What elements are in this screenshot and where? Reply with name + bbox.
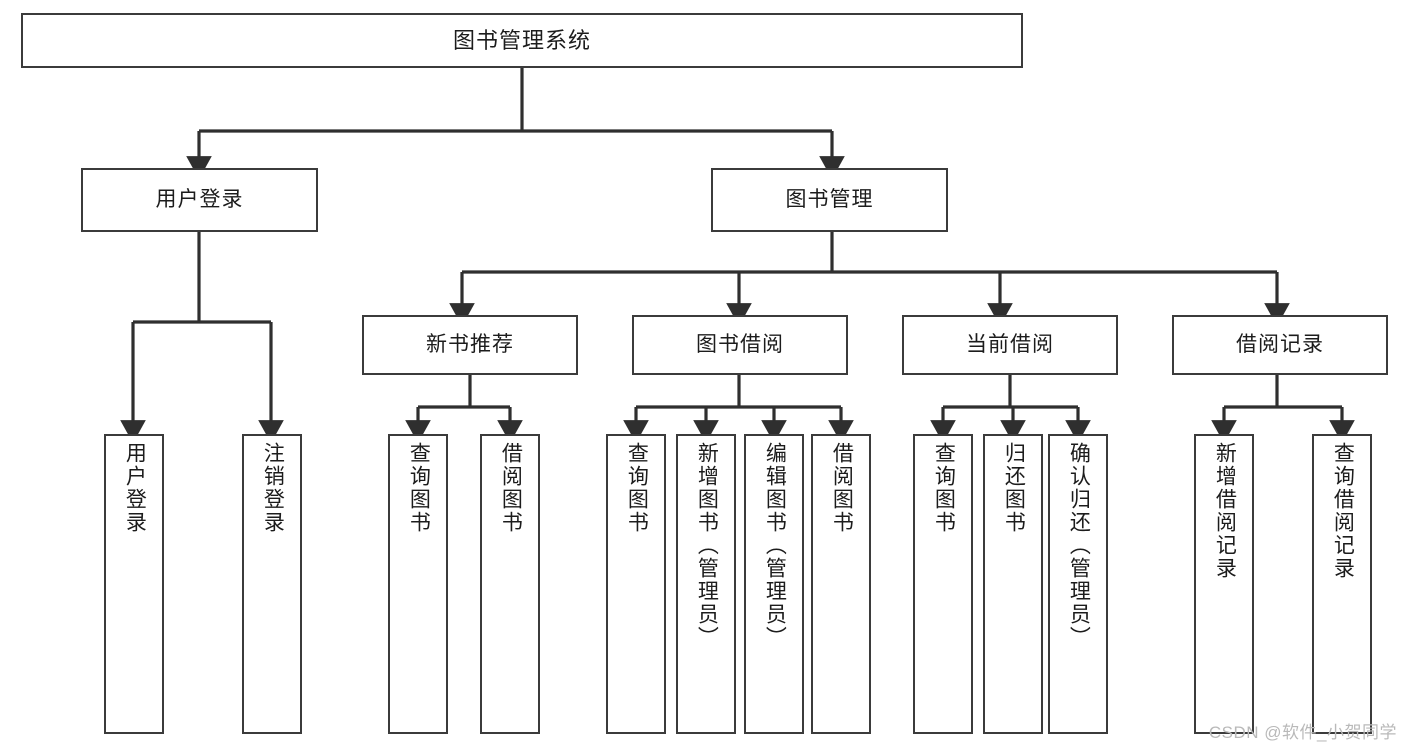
node-leaf-user-logout-label: 注销登录 <box>261 442 285 534</box>
node-leaf-borrow-book-1[interactable]: 借阅图书 <box>480 434 540 734</box>
node-leaf-query-book-3[interactable]: 查询图书 <box>913 434 973 734</box>
node-leaf-user-logout[interactable]: 注销登录 <box>242 434 302 734</box>
node-leaf-confirm-return-label: 确认归还（管理员） <box>1067 442 1091 649</box>
node-leaf-borrow-book-1-label: 借阅图书 <box>499 442 523 534</box>
node-borrow-record[interactable]: 借阅记录 <box>1172 315 1388 375</box>
node-leaf-borrow-book-2[interactable]: 借阅图书 <box>811 434 871 734</box>
node-leaf-add-book[interactable]: 新增图书（管理员） <box>676 434 736 734</box>
node-leaf-query-book-2-label: 查询图书 <box>625 442 649 534</box>
node-leaf-user-login[interactable]: 用户登录 <box>104 434 164 734</box>
node-leaf-query-book-2[interactable]: 查询图书 <box>606 434 666 734</box>
node-user-login-label: 用户登录 <box>155 187 244 211</box>
node-leaf-user-login-label: 用户登录 <box>123 442 147 534</box>
watermark: CSDN @软件_小贺同学 <box>1208 723 1397 742</box>
node-leaf-return-book[interactable]: 归还图书 <box>983 434 1043 734</box>
node-current-borrow-label: 当前借阅 <box>966 332 1054 356</box>
node-leaf-add-book-label: 新增图书（管理员） <box>695 442 719 649</box>
node-book-manage[interactable]: 图书管理 <box>711 168 948 232</box>
node-leaf-query-record[interactable]: 查询借阅记录 <box>1312 434 1372 734</box>
node-book-borrow-label: 图书借阅 <box>696 332 784 356</box>
node-leaf-add-record[interactable]: 新增借阅记录 <box>1194 434 1254 734</box>
node-current-borrow[interactable]: 当前借阅 <box>902 315 1118 375</box>
node-user-login[interactable]: 用户登录 <box>81 168 318 232</box>
node-leaf-return-book-label: 归还图书 <box>1002 442 1026 534</box>
node-leaf-add-record-label: 新增借阅记录 <box>1213 442 1237 580</box>
node-leaf-edit-book-label: 编辑图书（管理员） <box>763 442 787 649</box>
node-new-book-recommend[interactable]: 新书推荐 <box>362 315 578 375</box>
node-leaf-query-book-1[interactable]: 查询图书 <box>388 434 448 734</box>
node-borrow-record-label: 借阅记录 <box>1236 332 1324 356</box>
node-leaf-borrow-book-2-label: 借阅图书 <box>830 442 854 534</box>
node-root[interactable]: 图书管理系统 <box>21 13 1023 68</box>
node-leaf-edit-book[interactable]: 编辑图书（管理员） <box>744 434 804 734</box>
node-leaf-confirm-return[interactable]: 确认归还（管理员） <box>1048 434 1108 734</box>
node-book-borrow[interactable]: 图书借阅 <box>632 315 848 375</box>
node-new-book-recommend-label: 新书推荐 <box>426 332 514 356</box>
node-leaf-query-book-1-label: 查询图书 <box>407 442 431 534</box>
node-leaf-query-record-label: 查询借阅记录 <box>1331 442 1355 580</box>
node-book-manage-label: 图书管理 <box>785 187 874 211</box>
node-leaf-query-book-3-label: 查询图书 <box>932 442 956 534</box>
node-root-label: 图书管理系统 <box>452 27 591 53</box>
